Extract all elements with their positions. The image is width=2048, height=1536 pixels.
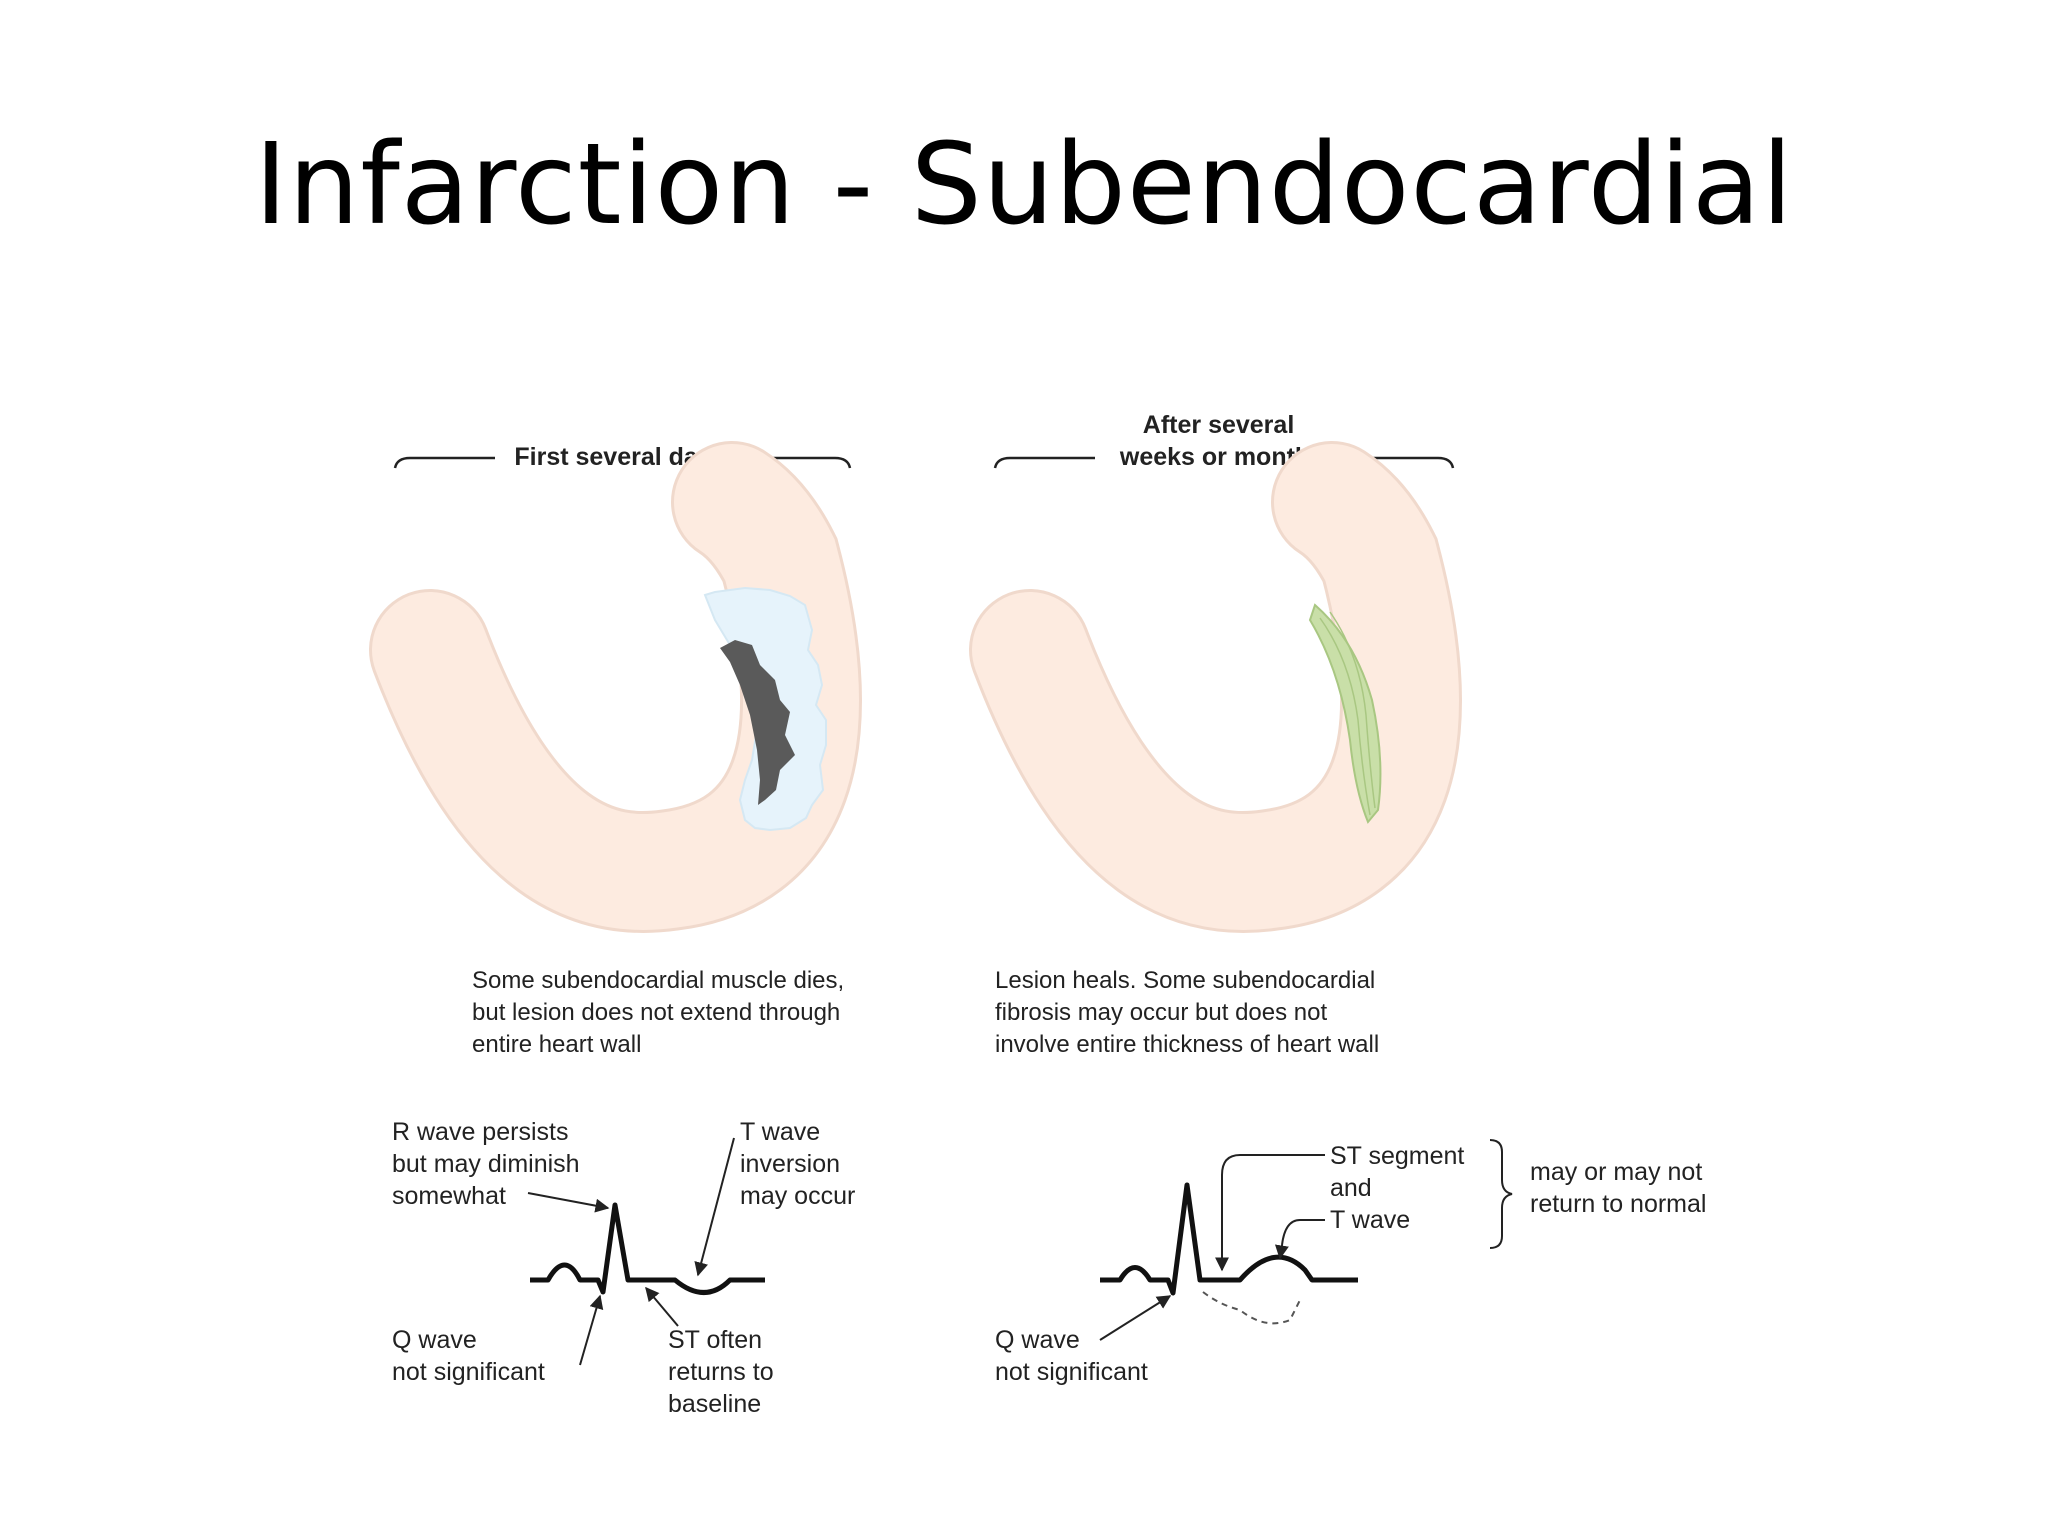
left-q-wave-label: Q wave not significant <box>392 1326 545 1386</box>
right-description-line-3: involve entire thickness of heart wall <box>995 1031 1379 1058</box>
right-st-t-line-1: ST segment <box>1330 1142 1464 1170</box>
right-header-bracket-left <box>993 456 1095 469</box>
left-q-wave-line-1: Q wave <box>392 1326 477 1354</box>
left-t-wave-arrow <box>694 1137 735 1277</box>
right-q-wave-arrow <box>1099 1295 1172 1341</box>
slide-title: Infarction - Subendocardial <box>254 120 1794 250</box>
left-r-wave-arrow <box>527 1192 610 1213</box>
right-st-t-line-3: T wave <box>1330 1206 1410 1234</box>
right-q-wave-label: Q wave not significant <box>995 1326 1148 1386</box>
right-q-wave-line-2: not significant <box>995 1358 1148 1386</box>
right-q-wave-line-1: Q wave <box>995 1326 1080 1354</box>
right-note-line-1: may or may not <box>1530 1158 1702 1186</box>
left-t-wave-line-1: T wave <box>740 1118 820 1146</box>
right-note-line-2: return to normal <box>1530 1190 1706 1218</box>
left-st-line-1: ST often <box>668 1326 762 1354</box>
left-t-wave-line-3: may occur <box>740 1182 855 1210</box>
right-note-label: may or may not return to normal <box>1530 1158 1709 1218</box>
left-r-wave-line-3: somewhat <box>392 1182 506 1210</box>
right-t-wave-arrow <box>1274 1219 1325 1260</box>
left-description-line-3: entire heart wall <box>472 1031 641 1058</box>
right-header-bracket-right <box>1348 456 1455 469</box>
right-description-line-2: fibrosis may occur but does not <box>995 999 1327 1026</box>
left-r-wave-line-2: but may diminish <box>392 1150 580 1178</box>
left-header-bracket-left <box>393 456 495 469</box>
right-brace <box>1489 1139 1513 1249</box>
left-t-wave-label: T wave inversion may occur <box>740 1118 855 1210</box>
left-ecg-trace <box>530 1202 765 1295</box>
right-heart-wall <box>972 444 1460 930</box>
right-st-t-line-2: and <box>1330 1174 1372 1202</box>
right-st-arrow <box>1215 1154 1325 1272</box>
right-header-label: After several weeks or months <box>1119 411 1324 471</box>
right-description: Lesion heals. Some subendocardial fibros… <box>995 967 1382 1058</box>
right-st-t-label: ST segment and T wave <box>1330 1142 1471 1234</box>
right-header-line-1: After several <box>1143 411 1294 439</box>
left-st-arrow <box>645 1286 679 1327</box>
right-fibrosis-strands <box>1319 611 1376 816</box>
right-ecg-trace <box>1100 1182 1358 1296</box>
left-st-line-3: baseline <box>668 1390 761 1418</box>
left-st-line-2: returns to <box>668 1358 774 1386</box>
right-description-line-1: Lesion heals. Some subendocardial <box>995 967 1375 994</box>
left-heart-wall <box>372 444 860 930</box>
left-description-line-1: Some subendocardial muscle dies, <box>472 967 844 994</box>
left-st-label: ST often returns to baseline <box>668 1326 781 1418</box>
left-header-bracket-right <box>745 456 852 469</box>
left-necrosis <box>720 640 795 805</box>
left-t-wave-line-2: inversion <box>740 1150 840 1178</box>
left-description-line-2: but lesion does not extend through <box>472 999 840 1026</box>
left-r-wave-label: R wave persists but may diminish somewha… <box>392 1118 587 1210</box>
left-q-wave-line-2: not significant <box>392 1358 545 1386</box>
left-r-wave-line-1: R wave persists <box>392 1118 568 1146</box>
left-q-wave-arrow <box>579 1294 604 1366</box>
left-description: Some subendocardial muscle dies, but les… <box>472 967 851 1058</box>
right-ecg-dashed-baseline <box>1202 1291 1301 1325</box>
